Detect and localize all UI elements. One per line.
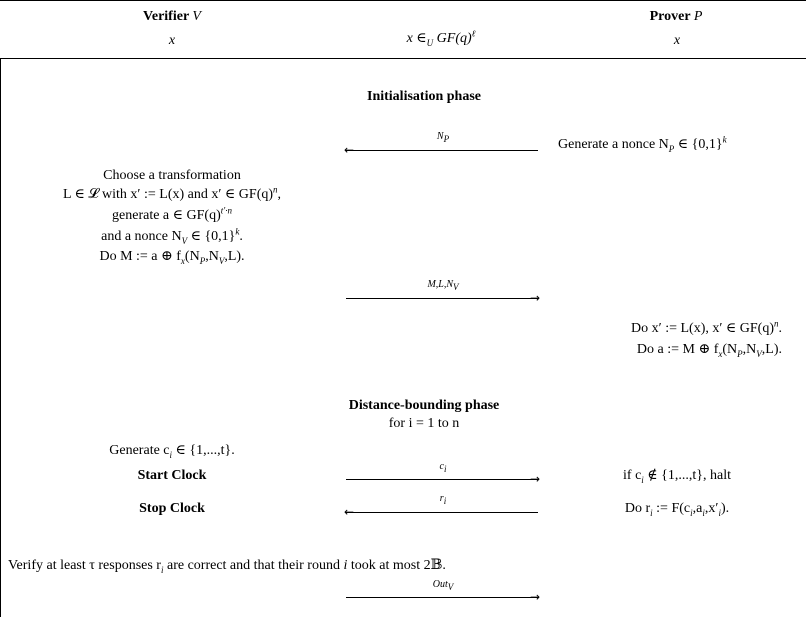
prover-nonce-text: Generate a nonce NP ∈ {0,1}k (558, 134, 727, 154)
arrow1-label: NP (436, 131, 450, 144)
arrow-output: → (346, 591, 540, 603)
arrow-verifier-to-prover-message: → (346, 292, 540, 304)
arrow-r-label: ri (439, 493, 447, 506)
verifier-step-1: Choose a transformation (103, 168, 241, 183)
verifier-generate-challenge: Generate ci ∈ {1,...,t}. (109, 443, 235, 460)
start-clock: Start Clock (137, 468, 207, 483)
prover-check: if ci ∉ {1,...,t}, halt (623, 468, 731, 485)
prover-heading: Prover P (649, 9, 703, 24)
verifier-input: x (168, 33, 176, 48)
verifier-step-3: generate a ∈ GF(q)t′·n (112, 205, 232, 223)
verifier-heading: Verifier V (143, 9, 201, 24)
verifier-step-5: Do M := a ⊕ fx(NP,NV,L). (99, 249, 245, 266)
init-phase-title: Initialisation phase (367, 89, 481, 104)
verifier-step-2: L ∈ 𝓛 with x′ := L(x) and x′ ∈ GF(q)n, (62, 184, 282, 202)
prover-step-2: Do a := M ⊕ fx(NP,NV,L). (636, 342, 782, 359)
arrow-challenge: → (346, 473, 540, 485)
final-verification: Verify at least τ responses ri are corre… (8, 558, 446, 575)
arrow2-label: M,L,NV (427, 279, 459, 292)
stop-clock: Stop Clock (139, 501, 205, 516)
arrow-response: ← (344, 506, 538, 518)
top-rule (0, 0, 806, 1)
db-phase-title: Distance-bounding phase (348, 398, 500, 413)
db-loop: for i = 1 to n (388, 416, 460, 431)
left-border (0, 58, 1, 617)
verifier-step-4: and a nonce NV ∈ {0,1}k. (101, 226, 243, 246)
prover-step-1: Do x′ := L(x), x′ ∈ GF(q)n. (631, 318, 782, 336)
shared-input: x ∈U GF(q)ℓ (406, 28, 476, 48)
arrow-out-label: OutV (432, 579, 454, 592)
prover-input: x (673, 33, 681, 48)
header-rule (0, 58, 806, 59)
arrow-prover-to-verifier-nonce: ← (344, 144, 538, 156)
prover-response: Do ri := F(ci,ai,x′i). (624, 501, 730, 518)
arrow-c-label: ci (439, 461, 447, 474)
